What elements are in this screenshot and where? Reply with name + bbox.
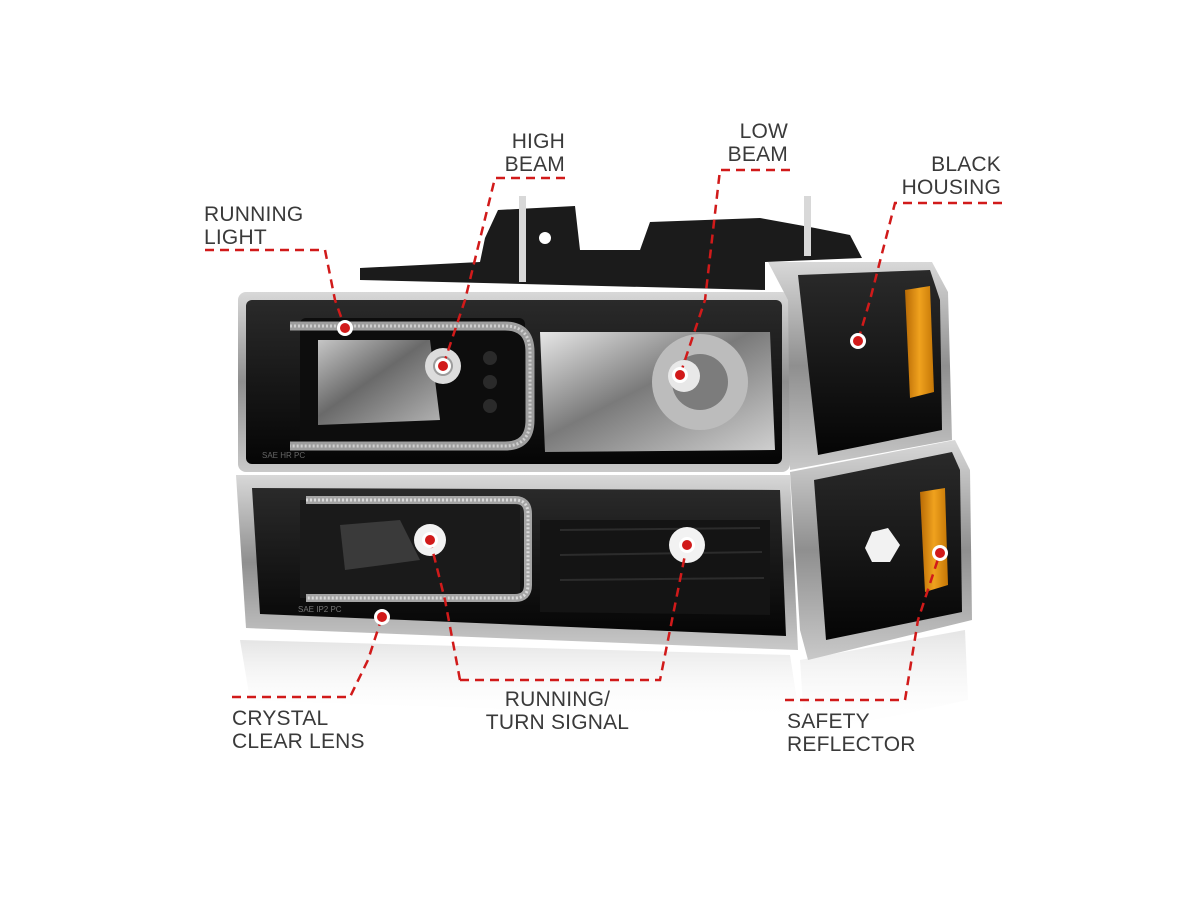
rear-mounting-bracket [360,196,862,290]
label-running-turn-signal: RUNNING/ TURN SIGNAL [485,688,630,734]
callout-dot [675,370,685,380]
callout-dot [853,336,863,346]
lens-marking: SAE IP2 PC [298,605,342,614]
leader-running-turn-signal [460,544,689,682]
callout-dot [682,540,692,550]
leader-crystal-clear-lens [232,616,384,699]
leader-black-housing [856,201,1002,342]
callout-dot [935,548,945,558]
callout-dot [377,612,387,622]
callout-dot [438,361,448,371]
leader-running-turn-signal-2 [428,539,462,681]
callout-dots [337,320,948,625]
label-black-housing: BLACK HOUSING [901,153,1001,199]
label-running-light: RUNNING LIGHT [204,203,304,249]
callout-dot [425,535,435,545]
callout-dot [340,323,350,333]
leader-safety-reflector [785,552,942,702]
turn-signal-housing: SAE IP2 PC [236,475,798,650]
label-high-beam: HIGH BEAM [504,130,565,176]
leader-high-beam [441,176,565,367]
headlight-housing: SAE HR PC [238,292,790,472]
leader-low-beam [678,168,790,376]
label-low-beam: LOW BEAM [727,120,788,166]
leader-running-light [205,248,347,329]
upper-corner-light [768,262,952,470]
lens-marking: SAE HR PC [262,451,305,460]
callout-leaders [205,168,1002,702]
label-crystal-clear-lens: CRYSTAL CLEAR LENS [232,707,365,753]
label-safety-reflector: SAFETY REFLECTOR [787,710,916,756]
lower-corner-light [790,440,972,660]
